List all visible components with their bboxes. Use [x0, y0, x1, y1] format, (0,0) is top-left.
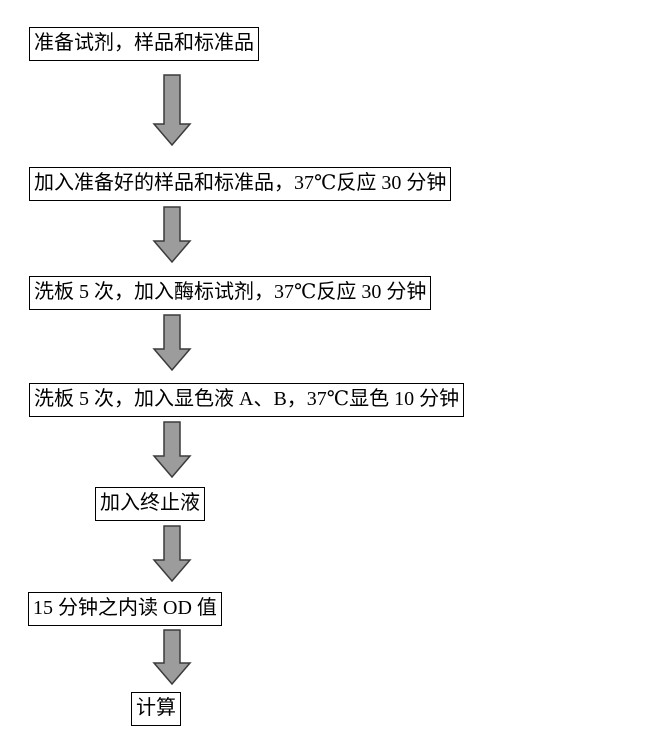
step-add-stop-solution: 加入终止液 [95, 487, 205, 521]
down-arrow-icon [152, 421, 192, 478]
down-arrow-icon [152, 206, 192, 263]
step-calculate: 计算 [131, 692, 181, 726]
step-wash-add-chromogen: 洗板 5 次，加入显色液 A、B，37℃显色 10 分钟 [29, 383, 465, 417]
down-arrow-icon [152, 314, 192, 371]
step-prepare-reagents: 准备试剂，样品和标准品 [29, 27, 259, 61]
step-add-samples-standards: 加入准备好的样品和标准品，37℃反应 30 分钟 [29, 167, 452, 201]
down-arrow-icon [152, 629, 192, 685]
step-read-od-value: 15 分钟之内读 OD 值 [28, 592, 222, 626]
down-arrow-icon [152, 74, 192, 146]
step-wash-add-enzyme: 洗板 5 次，加入酶标试剂，37℃反应 30 分钟 [29, 276, 432, 310]
down-arrow-icon [152, 525, 192, 582]
